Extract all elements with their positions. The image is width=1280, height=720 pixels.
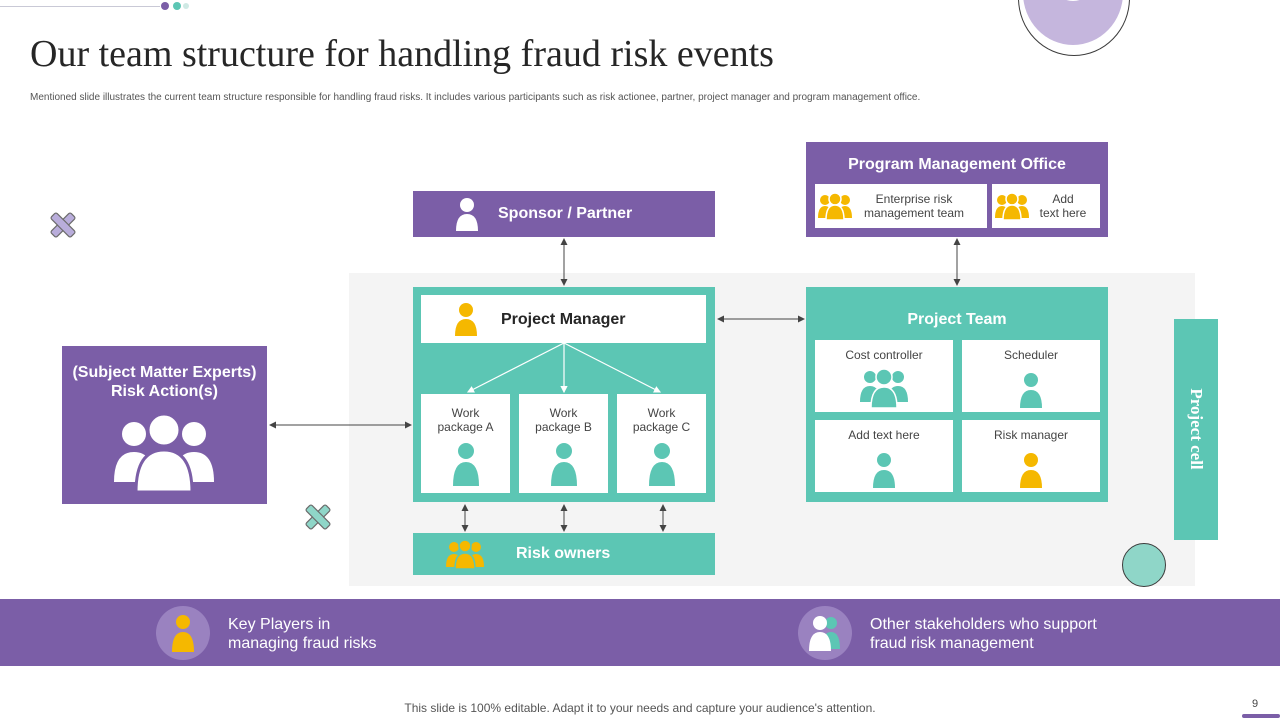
person-icon [1020, 453, 1042, 488]
risk-owners-label: Risk owners [516, 545, 611, 562]
smes-title: (Subject Matter Experts) Risk Action(s) [72, 364, 257, 400]
project-cell-box: Project cell [1174, 319, 1218, 540]
project-manager-label: Project Manager [501, 311, 626, 328]
legend-others-badge [798, 606, 852, 660]
person-icon [551, 443, 577, 486]
people-icon [809, 616, 840, 651]
hierarchy-connectors [466, 343, 662, 394]
decorative-ring [1018, 0, 1130, 56]
legend-band [0, 599, 1280, 666]
cross-icon [301, 500, 335, 539]
page-number-bar [1242, 714, 1280, 718]
header-dot-purple [161, 2, 169, 10]
page-title: Our team structure for handling fraud ri… [30, 33, 774, 75]
role-label: Risk manager [993, 428, 1069, 442]
role-label: Add text here [848, 428, 920, 442]
page-number: 9 [1252, 698, 1259, 710]
project-team-label: Project Team [907, 311, 1007, 328]
group-icon [818, 192, 852, 220]
page-subtitle: Mentioned slide illustrates the current … [30, 92, 921, 103]
footer-note: This slide is 100% editable. Adapt it to… [404, 701, 876, 715]
project-manager-card: Project Manager [421, 295, 706, 343]
person-icon [1020, 373, 1042, 408]
role-card: Add text here [815, 420, 953, 492]
sponsor-partner-box: Sponsor / Partner [413, 191, 715, 237]
smes-box: (Subject Matter Experts) Risk Action(s) [62, 346, 267, 504]
risk-owners-box: Risk owners [413, 533, 715, 575]
legend-key-players-badge [156, 606, 210, 660]
pmo-box: Program Management Office Enterprise ris… [806, 142, 1108, 237]
group-icon [114, 412, 214, 494]
role-card: Risk manager [962, 420, 1100, 492]
role-card: Scheduler [962, 340, 1100, 412]
cross-icon [46, 208, 80, 247]
group-icon [995, 192, 1029, 220]
header-dot-light [183, 3, 189, 9]
role-label: Cost controller [845, 348, 923, 362]
person-icon [456, 198, 478, 231]
sponsor-partner-label: Sponsor / Partner [498, 205, 633, 222]
group-icon [860, 368, 908, 408]
person-icon [649, 443, 675, 486]
person-icon [453, 443, 479, 486]
role-label: Scheduler [1003, 348, 1059, 362]
person-icon [455, 303, 477, 336]
pmo-label: Program Management Office [848, 156, 1066, 173]
project-team-block: Project Team Cost controller Scheduler A… [806, 287, 1108, 502]
role-card: Cost controller [815, 340, 953, 412]
header-rule [0, 6, 160, 7]
person-icon [172, 615, 194, 652]
group-icon [446, 539, 484, 569]
header-dot-teal [173, 2, 181, 10]
person-icon [873, 453, 895, 488]
decorative-circle [1122, 543, 1166, 587]
